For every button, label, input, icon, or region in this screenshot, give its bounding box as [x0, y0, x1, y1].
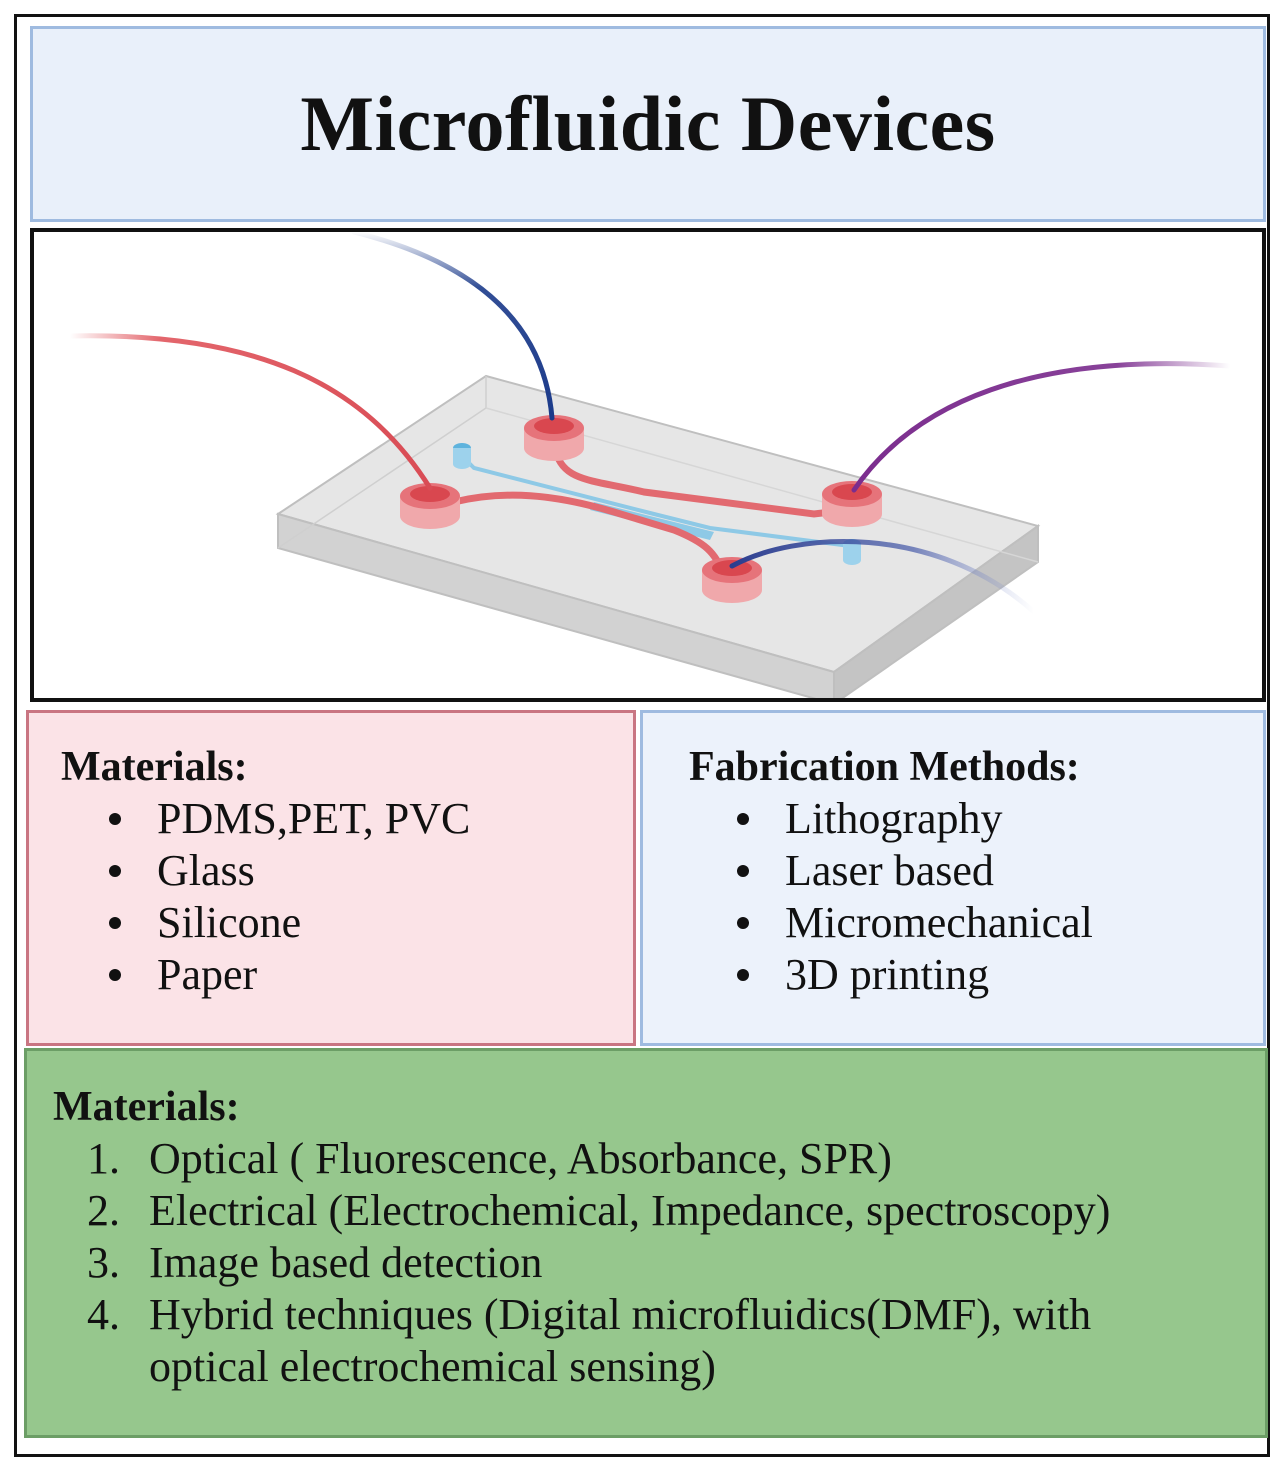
fabrication-list: Lithography Laser based Micromechanical … — [737, 793, 1093, 1001]
detection-heading: Materials: — [53, 1084, 240, 1130]
materials-panel: Materials: PDMS,PET, PVC Glass Silicone … — [26, 710, 636, 1046]
materials-item: Glass — [109, 845, 470, 897]
bullet-icon — [737, 865, 749, 877]
materials-item: Silicone — [109, 897, 470, 949]
materials-heading: Materials: — [61, 744, 248, 790]
title-panel: Microfluidic Devices — [30, 26, 1266, 222]
reagent-channels — [450, 448, 852, 580]
tubing — [67, 232, 1233, 615]
chip-illustration-panel — [30, 228, 1266, 702]
detection-item: 2.Electrical (Electrochemical, Impedance… — [87, 1186, 1111, 1235]
detection-item: 3.Image based detection — [87, 1238, 543, 1287]
bullet-icon — [109, 917, 121, 929]
figure-title: Microfluidic Devices — [300, 80, 996, 167]
fabrication-item: Micromechanical — [737, 897, 1093, 949]
fabrication-item: 3D printing — [737, 949, 1093, 1001]
microfluidic-chip-icon — [67, 232, 1233, 698]
detection-panel: Materials: 1.Optical ( Fluorescence, Abs… — [24, 1048, 1268, 1438]
detection-item: 1.Optical ( Fluorescence, Absorbance, SP… — [87, 1134, 892, 1183]
bullet-icon — [109, 969, 121, 981]
detection-item-continuation: optical electrochemical sensing) — [149, 1342, 716, 1391]
bullet-icon — [109, 813, 121, 825]
bullet-icon — [109, 865, 121, 877]
materials-item: PDMS,PET, PVC — [109, 793, 470, 845]
fabrication-item: Laser based — [737, 845, 1093, 897]
materials-list: PDMS,PET, PVC Glass Silicone Paper — [109, 793, 470, 1001]
fabrication-heading: Fabrication Methods: — [689, 744, 1080, 790]
inlet-reservoirs — [400, 415, 882, 603]
materials-item: Paper — [109, 949, 470, 1001]
fabrication-item: Lithography — [737, 793, 1093, 845]
bullet-icon — [737, 917, 749, 929]
bullet-icon — [737, 813, 749, 825]
detection-list: 1.Optical ( Fluorescence, Absorbance, SP… — [87, 1133, 1110, 1393]
bullet-icon — [737, 969, 749, 981]
detection-item: 4.Hybrid techniques (Digital microfluidi… — [87, 1290, 1092, 1391]
fabrication-panel: Fabrication Methods: Lithography Laser b… — [640, 710, 1266, 1046]
